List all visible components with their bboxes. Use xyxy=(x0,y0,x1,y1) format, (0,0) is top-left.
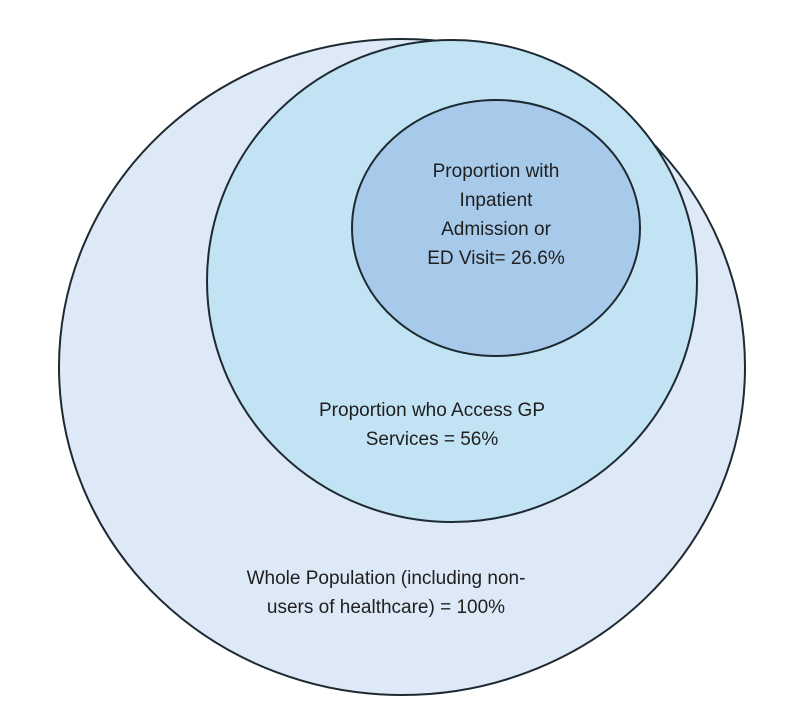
whole-population-label-line-1: Whole Population (including non- xyxy=(247,568,526,589)
inpatient-ed-label-line-3: Admission or xyxy=(441,219,551,240)
inpatient-ed-label-line-4: ED Visit= 26.6% xyxy=(427,248,565,269)
gp-services-label-line-2: Services = 56% xyxy=(366,429,499,450)
whole-population-label-line-2: users of healthcare) = 100% xyxy=(267,597,505,618)
inpatient-ed-label-line-1: Proportion with xyxy=(433,161,560,182)
inpatient-ed-circle xyxy=(351,99,641,357)
inpatient-ed-label-line-2: Inpatient xyxy=(460,190,534,211)
gp-services-label-line-1: Proportion who Access GP xyxy=(319,400,545,421)
